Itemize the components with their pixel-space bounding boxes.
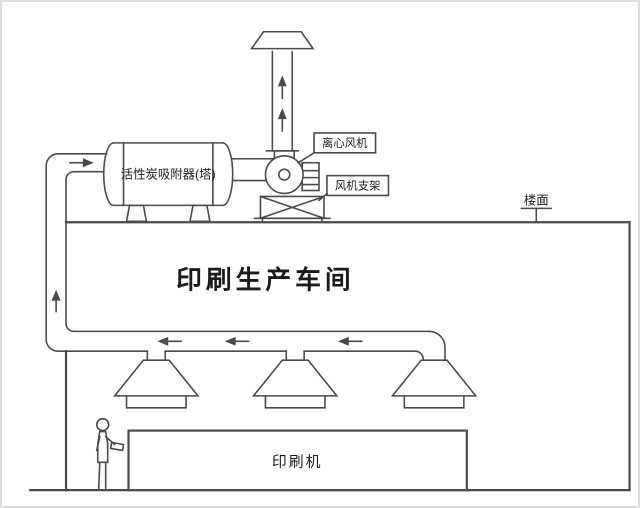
fan-support-frame xyxy=(253,195,331,224)
exhaust-hood-2 xyxy=(251,350,339,409)
fan-label: 离心风机 xyxy=(297,132,377,164)
duct-horizontal xyxy=(164,330,446,361)
worker-arm xyxy=(95,435,101,452)
fan-casing xyxy=(264,154,304,195)
flow-arrow-up-icon xyxy=(277,108,287,132)
duct-riser xyxy=(45,153,430,353)
printing-machine-label: 印刷机 xyxy=(272,453,323,470)
adsorber-label: 活性炭吸附器(塔) xyxy=(121,168,216,182)
flow-arrow-up-icon xyxy=(51,289,61,313)
duct-inner-line xyxy=(65,170,430,333)
roof-label: 楼面 xyxy=(520,192,552,223)
duct-right-elbow-outer xyxy=(428,330,446,361)
worker-figure xyxy=(95,417,125,490)
printing-machine: 印刷机 xyxy=(127,429,468,492)
fan-label-text: 离心风机 xyxy=(322,136,368,150)
adsorber-tower: 活性炭吸附器(塔) xyxy=(102,142,234,223)
fan-support-label: 风机支架 xyxy=(317,174,390,202)
flow-arrow-right-icon xyxy=(69,158,94,168)
worker-held-sheet xyxy=(109,441,125,452)
worker-legs xyxy=(97,461,107,490)
fan-hub xyxy=(278,168,291,181)
flow-arrow-up-icon xyxy=(277,75,287,100)
exhaust-hood-3 xyxy=(390,359,478,409)
tower-left-cap xyxy=(102,142,115,207)
tower-leg xyxy=(125,204,148,223)
fan-motor xyxy=(301,161,320,192)
exhaust-hood-1 xyxy=(112,350,200,409)
flow-arrow-left-icon xyxy=(224,336,250,346)
duct-right-elbow-inner xyxy=(414,350,424,361)
tower-leg xyxy=(189,204,211,223)
chimney-stack xyxy=(250,30,315,152)
centrifugal-fan xyxy=(264,150,320,195)
flow-arrow-left-icon xyxy=(157,336,182,346)
tower-right-cap xyxy=(221,142,234,207)
fan-support-label-text: 风机支架 xyxy=(335,179,381,193)
flow-arrow-left-icon xyxy=(337,336,363,346)
roof-label-text: 楼面 xyxy=(524,192,549,207)
fan-support-label-leader xyxy=(317,192,329,202)
fan-label-leader xyxy=(297,151,316,164)
worker-head xyxy=(95,417,110,432)
workshop-title: 印刷生产车间 xyxy=(176,265,354,295)
duct-outer-line xyxy=(45,153,149,353)
rain-cap-icon xyxy=(250,30,315,50)
